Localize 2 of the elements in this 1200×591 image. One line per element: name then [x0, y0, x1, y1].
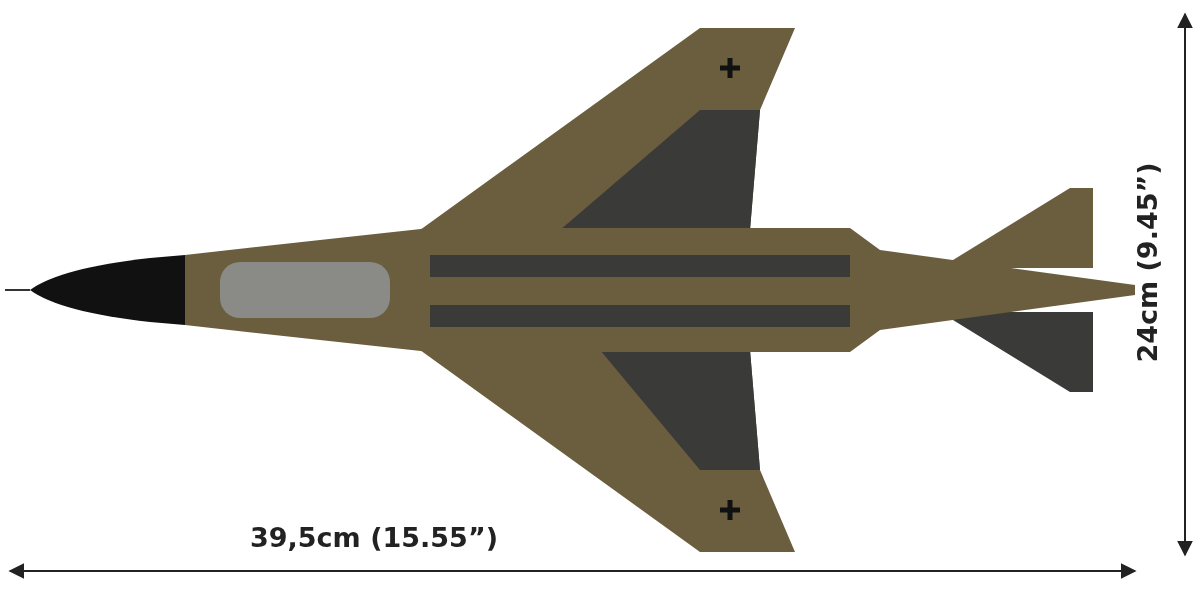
dimension-label: 39,5cm (15.55”) [250, 522, 498, 553]
dimension-label: 24cm (9.45”) [1131, 161, 1163, 363]
